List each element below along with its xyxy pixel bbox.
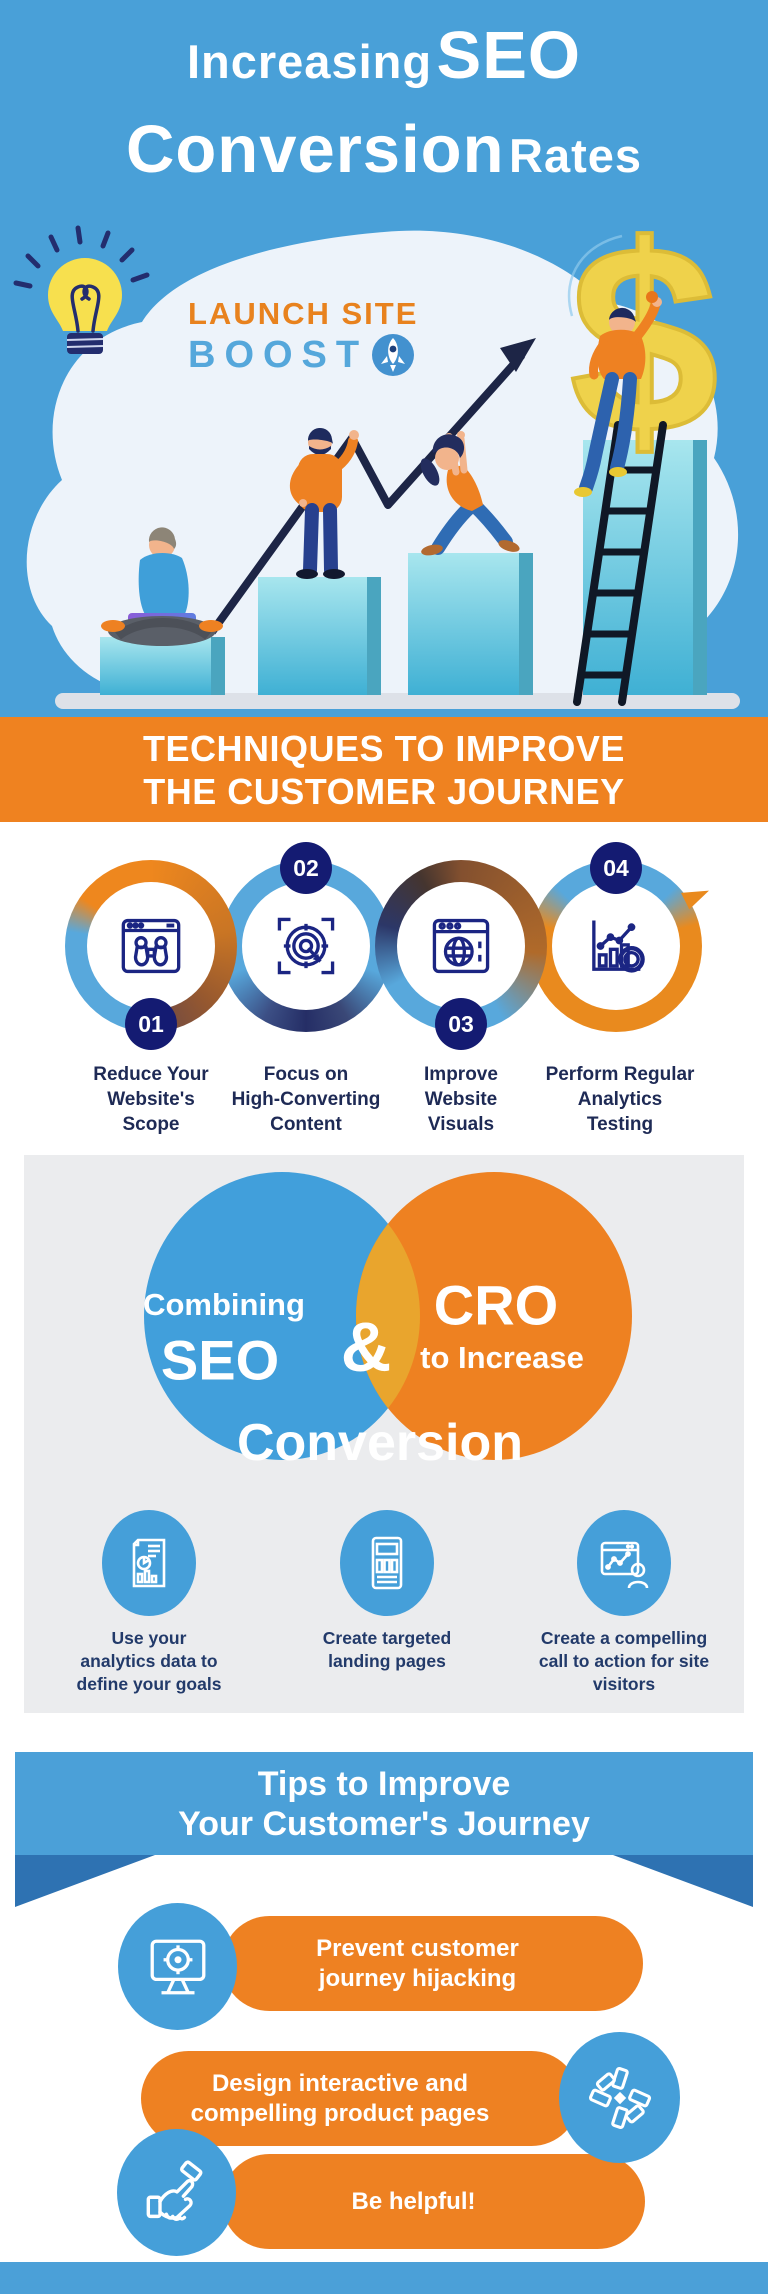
logo-text-top: Launch Site <box>188 296 419 331</box>
techniques-banner-line-1: TECHNIQUES TO IMPROVE <box>143 727 625 769</box>
person-standing-pointing <box>289 427 359 579</box>
background-arc <box>567 234 623 317</box>
logo-text-bottom: Boost <box>188 332 458 378</box>
techniques-banner: TECHNIQUES TO IMPROVE THE CUSTOMER JOURN… <box>0 717 768 822</box>
ring-arrowhead <box>677 883 709 914</box>
step-label: Perform Regular Analytics Testing <box>545 1064 695 1135</box>
monitor-target-icon <box>150 1939 205 1994</box>
step-ring-04: 04 <box>530 842 702 1032</box>
chart-base <box>55 693 740 709</box>
hero-section: Increasing SEO Conversion Rates <box>0 0 768 717</box>
lightbulb-rays <box>13 225 150 289</box>
person-on-ladder <box>574 291 662 497</box>
venn-item-label: Create targeted landing pages <box>322 1628 452 1671</box>
step-ring-03: 03 <box>375 860 547 1050</box>
step-ring-01: 01 <box>65 860 237 1050</box>
tip-icon-circle <box>118 1903 237 2030</box>
step-label: Improve Website Visuals <box>424 1064 498 1135</box>
browser-globe-icon <box>432 918 490 974</box>
venn-diagram <box>144 1172 632 1460</box>
lightbulb-icon <box>13 225 150 354</box>
step-number-badge: 03 <box>435 998 487 1050</box>
hero-illustration: $ <box>13 220 740 709</box>
background-blob <box>26 230 739 702</box>
rocket-icon <box>372 334 415 376</box>
venn-text-ampersand: & <box>340 1308 392 1386</box>
growth-bar-chart <box>55 440 740 709</box>
step-label: Reduce Your Website's Scope <box>93 1064 209 1135</box>
venn-text-seo: SEO <box>160 1328 280 1392</box>
analytics-magnifier-icon <box>592 920 645 973</box>
tip-pill: Be helpful! <box>222 2154 645 2249</box>
venn-left-ellipse <box>144 1172 420 1460</box>
venn-text-cro: CRO <box>433 1273 559 1337</box>
venn-right-ellipse <box>356 1172 632 1460</box>
person-sitting-laptop <box>101 527 223 646</box>
growth-arrow <box>208 338 536 635</box>
footer-bar <box>0 2262 768 2294</box>
page-title: Increasing SEO Conversion Rates <box>0 18 768 206</box>
tip-pill: Prevent customer journey hijacking <box>222 1916 643 2011</box>
pinwheel-icon <box>588 2066 651 2129</box>
venn-item-circle <box>340 1510 434 1616</box>
title-word-seo: SEO <box>436 18 582 93</box>
tip-icon-circle <box>117 2129 236 2256</box>
venn-item-circle <box>577 1510 671 1616</box>
tips-banner: Tips to Improve Your Customer's Journey <box>15 1752 753 1855</box>
tip-pill: Design interactive and compelling produc… <box>141 2051 579 2146</box>
landing-page-icon <box>371 1536 403 1590</box>
logo-launch-site-boost: Launch Site Boost <box>188 296 458 378</box>
step-ring-02: 02 <box>220 842 392 1032</box>
title-word-rates: Rates <box>509 129 643 182</box>
title-word-conversion: Conversion <box>125 112 505 187</box>
venn-item-label: Use your analytics data to define your g… <box>76 1628 222 1694</box>
binoculars-browser-icon <box>121 918 181 974</box>
radar-target-icon <box>277 917 335 975</box>
ribbon-fold-right <box>613 1855 753 1907</box>
tips-banner-line-1: Tips to Improve <box>257 1764 511 1803</box>
analytics-report-icon <box>132 1538 166 1588</box>
person-pushing-arrow <box>420 431 520 556</box>
tip-icon-circle <box>559 2032 680 2163</box>
seo-cro-panel: Combining SEO & CRO to Increase Conversi… <box>24 1155 744 1713</box>
venn-item-circle <box>102 1510 196 1616</box>
techniques-banner-line-2: THE CUSTOMER JOURNEY <box>143 770 625 812</box>
venn-text-to-increase: to Increase <box>420 1340 584 1375</box>
step-number-badge: 02 <box>280 842 332 894</box>
handshake-icon <box>146 2159 202 2221</box>
step-label: Focus on High-Converting Content <box>231 1064 381 1135</box>
title-line-1: Increasing SEO <box>0 18 768 112</box>
venn-item-label: Create a compelling call to action for s… <box>538 1628 710 1694</box>
cta-visitor-icon <box>600 1541 649 1589</box>
venn-text-conversion: Conversion <box>236 1414 524 1472</box>
ribbon-fold-left <box>15 1855 155 1907</box>
title-word-increasing: Increasing <box>186 35 433 88</box>
step-number-badge: 04 <box>590 842 642 894</box>
steps-section: 01 02 <box>0 822 768 1155</box>
step-number-badge: 01 <box>125 998 177 1050</box>
title-line-2: Conversion Rates <box>0 112 768 206</box>
tips-banner-line-2: Your Customer's Journey <box>178 1804 590 1843</box>
venn-text-combining: Combining <box>143 1287 305 1322</box>
